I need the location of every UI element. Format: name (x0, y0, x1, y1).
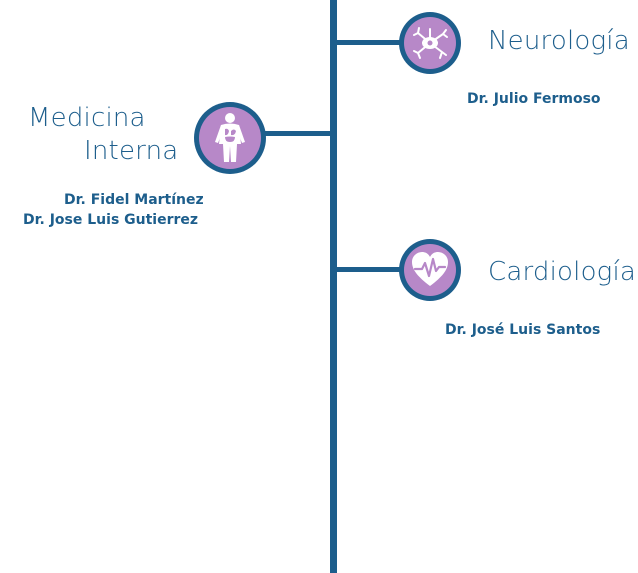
heart-pulse-icon (412, 252, 448, 286)
branch-cardiologia (337, 267, 405, 272)
department-title-cardiologia: Cardiología (488, 257, 637, 287)
human-body-organs-icon (215, 113, 245, 162)
department-title-neurologia: Neurología (488, 26, 630, 56)
doctor-name: Dr. Julio Fermoso (467, 91, 601, 107)
neuron-icon (413, 27, 448, 59)
department-title-medicina: Medicina (28, 103, 146, 133)
neurologia-node (399, 12, 461, 74)
branch-medicina-interna (260, 131, 331, 136)
doctor-name: Dr. José Luis Santos (445, 322, 601, 338)
department-title-interna: Interna (84, 136, 179, 166)
doctor-name: Dr. Jose Luis Gutierrez (23, 212, 199, 228)
timeline-spine (330, 0, 337, 573)
medicina-interna-node (194, 102, 266, 174)
branch-neurologia (337, 40, 405, 45)
cardiologia-node (399, 239, 461, 301)
doctor-name: Dr. Fidel Martínez (64, 192, 204, 208)
